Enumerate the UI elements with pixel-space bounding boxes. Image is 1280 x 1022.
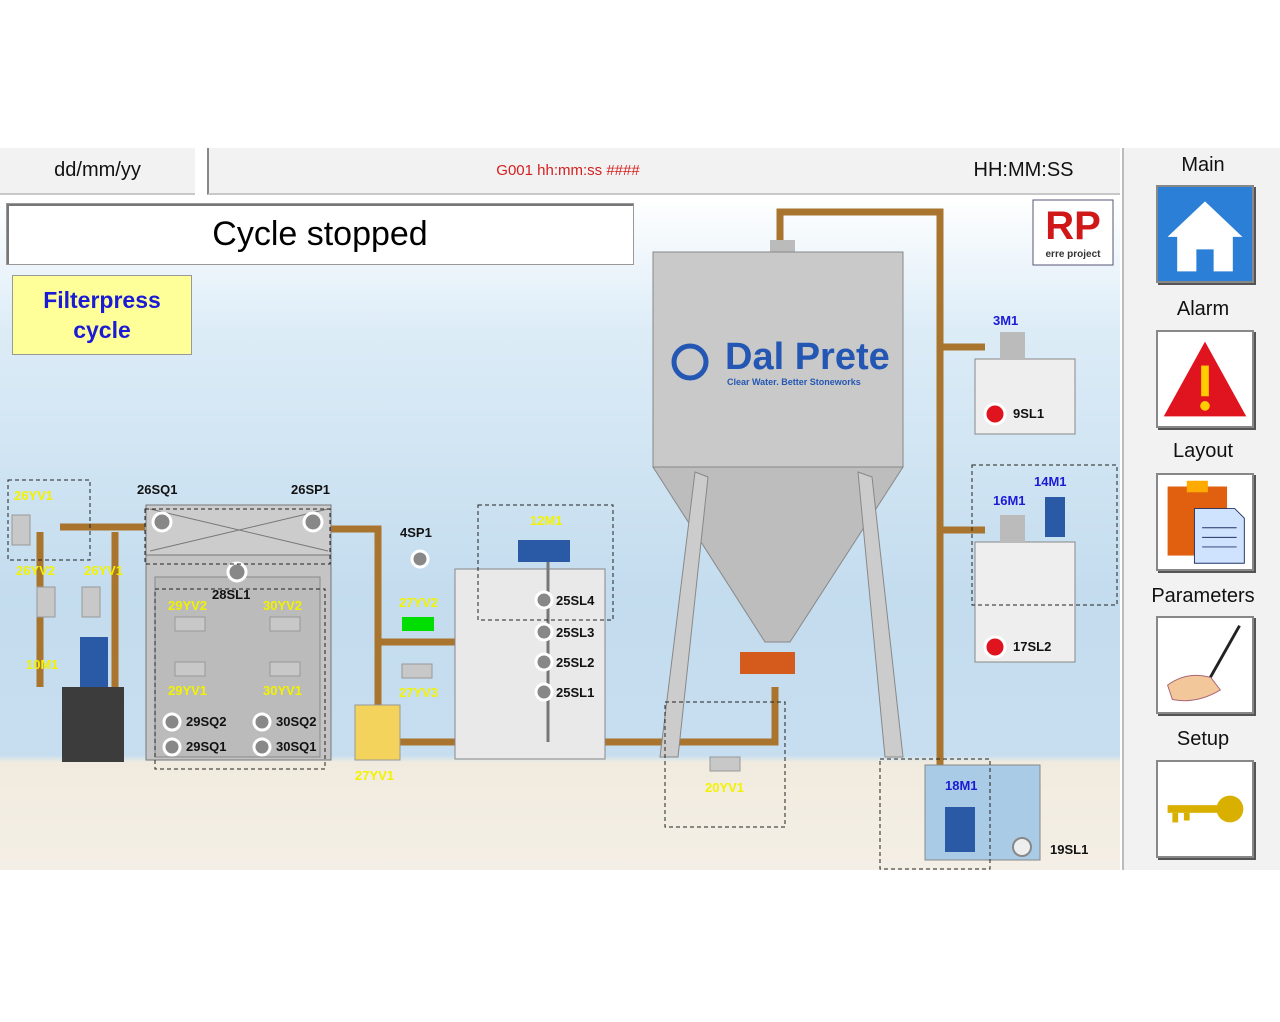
svg-text:16M1: 16M1: [993, 493, 1026, 508]
svg-text:erre project: erre project: [1045, 249, 1101, 260]
date-display: dd/mm/yy: [0, 148, 195, 195]
process-diagram: RP erre project Dal Prete Clear Water. B…: [7, 199, 1118, 870]
svg-text:27YV3: 27YV3: [399, 685, 438, 700]
nav-label-layout: Layout: [1172, 440, 1234, 462]
svg-text:9SL1: 9SL1: [1013, 406, 1044, 421]
alarm-button[interactable]: [1156, 330, 1254, 428]
svg-text:30SQ2: 30SQ2: [276, 714, 316, 729]
svg-text:18M1: 18M1: [945, 778, 978, 793]
svg-text:30SQ1: 30SQ1: [276, 739, 316, 754]
nav-label-alarm: Alarm: [1176, 298, 1230, 320]
svg-text:29SQ1: 29SQ1: [186, 739, 226, 754]
svg-text:17SL2: 17SL2: [1013, 639, 1051, 654]
hmi-screen: dd/mm/yy G001 hh:mm:ss #### HH:MM:SS Cyc…: [0, 148, 1280, 870]
filtrate-tank: [62, 687, 124, 762]
time-display: HH:MM:SS: [927, 148, 1120, 195]
silo: Dal Prete Clear Water. Better Stoneworks: [652, 240, 904, 758]
svg-text:28SL1: 28SL1: [212, 587, 250, 602]
pump-27YV1: [354, 704, 401, 761]
setup-button[interactable]: [1156, 760, 1254, 858]
nav-label-setup: Setup: [1176, 728, 1230, 750]
svg-text:14M1: 14M1: [1034, 474, 1067, 489]
svg-text:Clear Water. Better Stoneworks: Clear Water. Better Stoneworks: [727, 377, 861, 387]
svg-text:3M1: 3M1: [993, 313, 1018, 328]
mixer-motor: [518, 540, 570, 562]
svg-text:RP: RP: [1045, 204, 1101, 248]
svg-text:29SQ2: 29SQ2: [186, 714, 226, 729]
svg-text:19SL1: 19SL1: [1050, 842, 1088, 857]
svg-text:26YV1: 26YV1: [14, 488, 53, 503]
svg-text:27YV1: 27YV1: [355, 768, 394, 783]
svg-text:26YV1: 26YV1: [84, 563, 123, 578]
main-button[interactable]: [1156, 185, 1254, 283]
mixer-tank: [454, 568, 606, 760]
svg-text:26SQ1: 26SQ1: [137, 482, 177, 497]
clipboard-icon: [1167, 480, 1245, 564]
svg-text:25SL3: 25SL3: [556, 625, 594, 640]
hand-pen-icon: [1167, 624, 1241, 702]
home-icon: [1158, 187, 1252, 281]
svg-text:12M1: 12M1: [530, 513, 563, 528]
valve-27YV2-open: [402, 617, 434, 631]
svg-text:20YV1: 20YV1: [705, 780, 744, 795]
parameters-button[interactable]: [1156, 616, 1254, 714]
message-bar: G001 hh:mm:ss ####: [207, 148, 927, 195]
svg-text:26SP1: 26SP1: [291, 482, 330, 497]
svg-text:25SL1: 25SL1: [556, 685, 594, 700]
svg-text:4SP1: 4SP1: [400, 525, 432, 540]
cycle-button-line2: cycle: [73, 317, 131, 343]
filterpress-cycle-button[interactable]: Filterpress cycle: [12, 275, 192, 355]
layout-button[interactable]: [1156, 473, 1254, 571]
navigation-panel: Main Alarm Layout Parameters Setup: [1122, 148, 1280, 870]
svg-text:10M1: 10M1: [26, 657, 59, 672]
dal-prete-logo: Dal Prete: [725, 336, 890, 378]
svg-text:25SL2: 25SL2: [556, 655, 594, 670]
warning-icon: [1163, 341, 1247, 417]
cycle-button-line1: Filterpress: [43, 287, 161, 313]
erre-project-logo: RP erre project: [1032, 199, 1114, 266]
svg-text:27YV2: 27YV2: [399, 595, 438, 610]
nav-label-parameters: Parameters: [1151, 585, 1255, 607]
svg-text:25SL4: 25SL4: [556, 593, 595, 608]
svg-text:29YV2: 29YV2: [168, 598, 207, 613]
process-view: Cycle stopped Filterpress cycle RP erre p…: [0, 197, 1120, 870]
key-icon: [1167, 795, 1244, 823]
svg-text:30YV1: 30YV1: [263, 683, 302, 698]
svg-text:26YV2: 26YV2: [16, 563, 55, 578]
pump-10M1: [80, 637, 108, 687]
svg-text:29YV1: 29YV1: [168, 683, 207, 698]
nav-label-main: Main: [1181, 154, 1225, 176]
cycle-status: Cycle stopped: [6, 203, 634, 265]
svg-text:30YV2: 30YV2: [263, 598, 302, 613]
